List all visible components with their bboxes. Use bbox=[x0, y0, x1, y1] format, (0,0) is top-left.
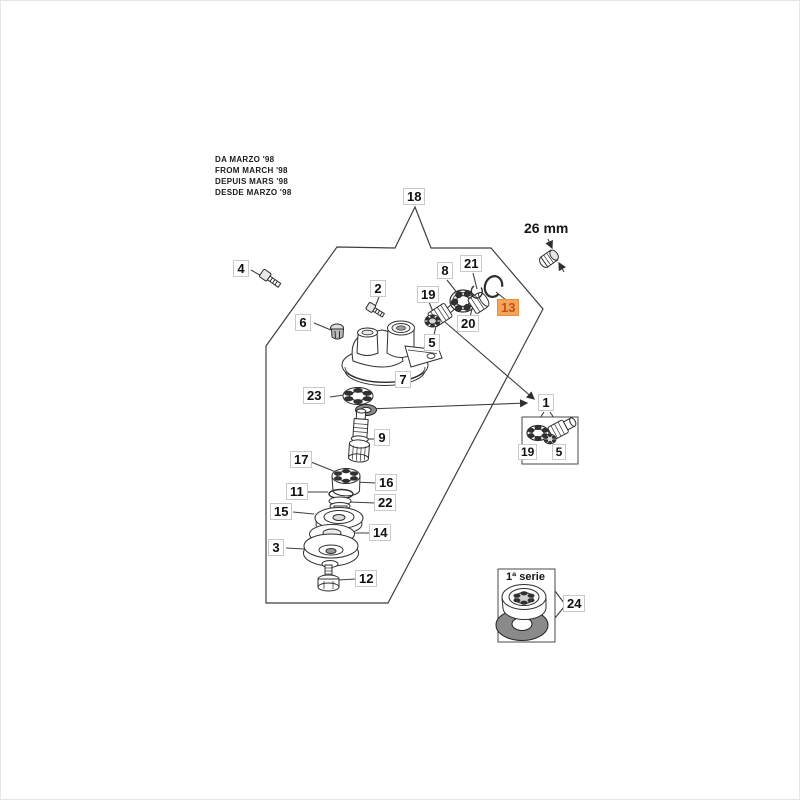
callout-14[interactable]: 14 bbox=[369, 524, 392, 541]
note-line-fr: DEPUIS MARS '98 bbox=[215, 177, 289, 186]
callout-1[interactable]: 1 bbox=[538, 394, 554, 411]
leader-lines bbox=[250, 238, 567, 619]
coupler-26mm bbox=[539, 249, 559, 268]
callout-11[interactable]: 11 bbox=[286, 483, 308, 500]
callout-20[interactable]: 20 bbox=[457, 315, 480, 332]
note-line-es: DESDE MARZO '98 bbox=[215, 188, 292, 197]
bolt-12 bbox=[317, 564, 340, 592]
screw-4 bbox=[259, 268, 282, 288]
callout-4[interactable]: 4 bbox=[233, 260, 249, 277]
date-note: DA MARZO '98 FROM MARCH '98 DEPUIS MARS … bbox=[215, 154, 292, 198]
callout-7[interactable]: 7 bbox=[395, 371, 411, 388]
first-series-inset bbox=[495, 568, 556, 643]
screw-2 bbox=[365, 302, 386, 318]
kit-outline bbox=[265, 205, 544, 604]
callout-5[interactable]: 5 bbox=[424, 334, 440, 351]
callout-17[interactable]: 17 bbox=[290, 451, 313, 468]
bearing-23 bbox=[342, 387, 374, 405]
callout-23[interactable]: 23 bbox=[303, 387, 326, 404]
callout-22[interactable]: 22 bbox=[374, 494, 397, 511]
inset-title: 1ª serie bbox=[506, 571, 545, 583]
callout-21[interactable]: 21 bbox=[460, 255, 483, 272]
callout-5-detail[interactable]: 5 bbox=[552, 444, 566, 460]
callout-3[interactable]: 3 bbox=[268, 539, 284, 556]
pinion-shaft-assembly bbox=[424, 275, 504, 328]
gearbox-housing bbox=[341, 320, 443, 386]
callout-2[interactable]: 2 bbox=[370, 280, 386, 297]
plug-6 bbox=[330, 323, 345, 340]
dome-3 bbox=[303, 533, 359, 568]
callout-24[interactable]: 24 bbox=[563, 595, 586, 612]
dimension-label: 26 mm bbox=[524, 220, 569, 236]
callout-6[interactable]: 6 bbox=[295, 314, 311, 331]
callout-12[interactable]: 12 bbox=[355, 570, 378, 587]
note-line-it: DA MARZO '98 bbox=[215, 155, 275, 164]
callout-19[interactable]: 19 bbox=[417, 286, 440, 303]
shaft-9 bbox=[347, 408, 370, 463]
callout-13-highlighted[interactable]: 13 bbox=[497, 299, 520, 316]
callout-18[interactable]: 18 bbox=[403, 188, 426, 205]
note-line-en: FROM MARCH '98 bbox=[215, 166, 288, 175]
callout-15[interactable]: 15 bbox=[270, 503, 293, 520]
callout-16[interactable]: 16 bbox=[375, 474, 398, 491]
callout-8[interactable]: 8 bbox=[437, 262, 453, 279]
snap-ring-13 bbox=[483, 275, 504, 298]
callout-19-detail[interactable]: 19 bbox=[518, 444, 538, 460]
bearing-cup-17-16 bbox=[331, 468, 361, 497]
callout-9[interactable]: 9 bbox=[374, 429, 390, 446]
